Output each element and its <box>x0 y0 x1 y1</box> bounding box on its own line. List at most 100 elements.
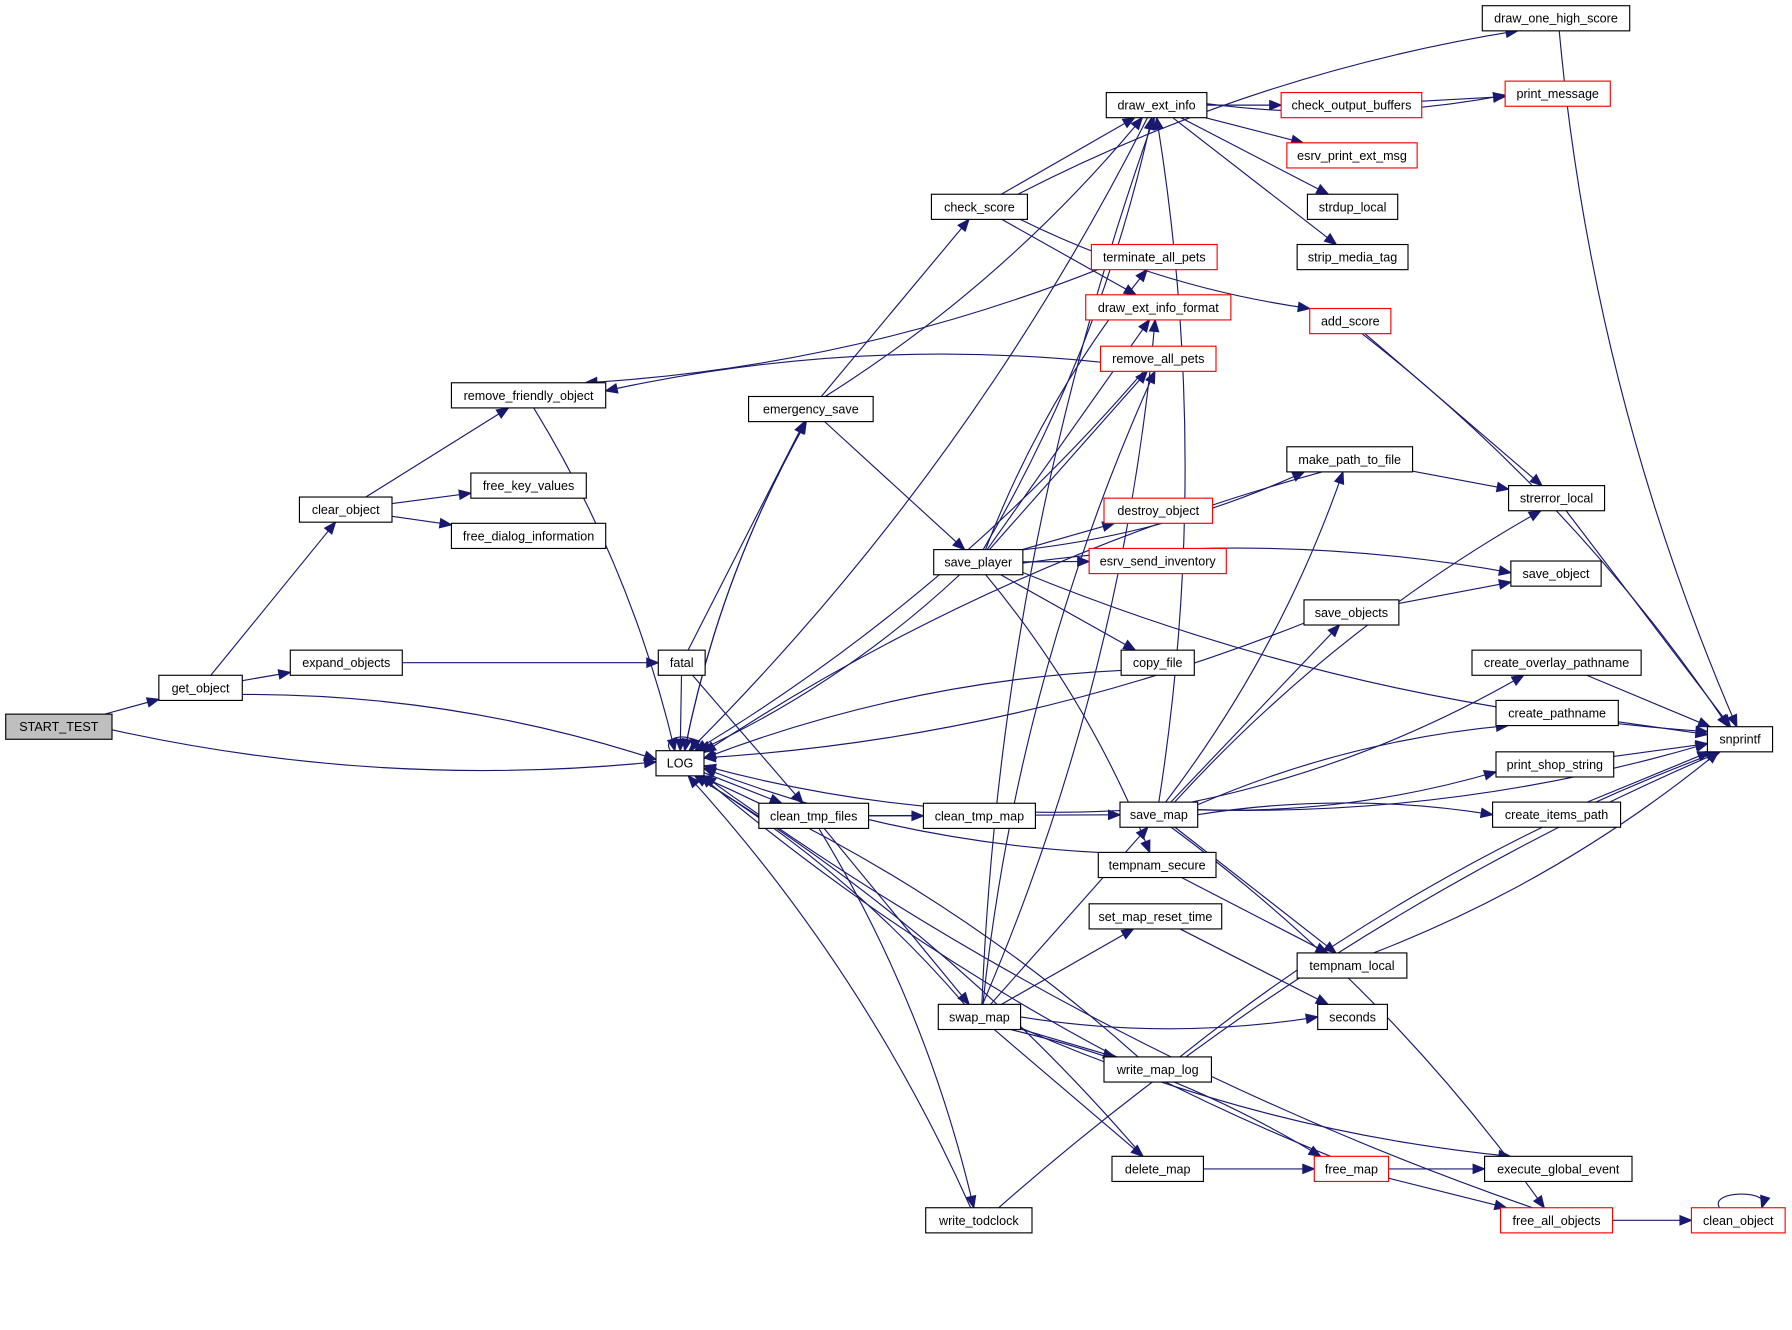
node-label: esrv_send_inventory <box>1100 554 1217 568</box>
node-label: save_map <box>1130 808 1188 822</box>
edge-arrowhead <box>1482 770 1498 781</box>
edge-save_player-to-copy_file <box>1000 574 1137 651</box>
node-label: free_all_objects <box>1513 1214 1601 1228</box>
node-create-overlay-pathname[interactable]: create_overlay_pathname <box>1471 649 1642 676</box>
node-clean-object[interactable]: clean_object <box>1690 1207 1786 1234</box>
edge-swap_map-to-save_map <box>990 826 1149 1005</box>
edge-line <box>1019 218 1310 310</box>
node-check-score[interactable]: check_score <box>930 193 1028 220</box>
edge-tempnam_secure-to-LOG <box>702 767 1099 853</box>
node-box <box>937 1003 1022 1031</box>
node-free-all-objects[interactable]: free_all_objects <box>1499 1207 1614 1234</box>
edge-arrowhead <box>768 793 784 804</box>
node-draw-ext-info[interactable]: draw_ext_info <box>1105 91 1208 119</box>
node-clean-tmp-files[interactable]: clean_tmp_files <box>758 802 870 829</box>
node-save-player[interactable]: save_player <box>933 549 1024 576</box>
node-get-object[interactable]: get_object <box>158 674 243 701</box>
node-swap-map[interactable]: swap_map <box>937 1003 1022 1031</box>
node-box <box>1085 294 1232 321</box>
node-save-object[interactable]: save_object <box>1510 560 1602 587</box>
edge-arrowhead <box>1314 994 1330 1006</box>
node-delete-map[interactable]: delete_map <box>1111 1155 1204 1183</box>
node-snprintf[interactable]: snprintf <box>1706 726 1774 753</box>
edge-arrowhead <box>1694 741 1709 753</box>
node-label: draw_one_high_score <box>1494 12 1618 26</box>
node-check-output-buffers[interactable]: check_output_buffers <box>1280 91 1423 119</box>
node-box <box>1120 649 1195 676</box>
node-strip-media-tag[interactable]: strip_media_tag <box>1296 243 1409 271</box>
node-print-shop-string[interactable]: print_shop_string <box>1495 751 1615 778</box>
node-make-path-to-file[interactable]: make_path_to_file <box>1286 446 1414 473</box>
node-execute-global-event[interactable]: execute_global_event <box>1484 1155 1633 1183</box>
node-tempnam-local[interactable]: tempnam_local <box>1296 952 1408 979</box>
edge-free_map-to-free_all_objects <box>1388 1177 1508 1211</box>
edge-print_shop_string-to-snprintf <box>1613 739 1709 757</box>
node-expand-objects[interactable]: expand_objects <box>289 649 403 676</box>
node-tempnam-secure[interactable]: tempnam_secure <box>1097 851 1217 879</box>
node-save-map[interactable]: save_map <box>1119 801 1199 828</box>
node-remove-all-pets[interactable]: remove_all_pets <box>1100 345 1217 372</box>
edge-line <box>990 826 1149 1005</box>
node-terminate-all-pets[interactable]: terminate_all_pets <box>1090 243 1218 271</box>
edge-line <box>1179 928 1329 1005</box>
node-print-message[interactable]: print_message <box>1504 80 1611 107</box>
node-box <box>1103 497 1214 524</box>
edge-arrowhead <box>1140 839 1151 854</box>
node-write-todclock[interactable]: write_todclock <box>925 1207 1033 1234</box>
node-label: write_map_log <box>1116 1063 1199 1077</box>
edge-arrowhead <box>1130 116 1144 131</box>
edge-line <box>1191 674 1524 803</box>
edge-save_player-to-draw_ext_info <box>982 116 1155 550</box>
node-set-map-reset-time[interactable]: set_map_reset_time <box>1088 903 1223 930</box>
node-esrv-send-inventory[interactable]: esrv_send_inventory <box>1088 547 1227 575</box>
edge-get_object-to-clear_object <box>210 520 337 676</box>
node-clear-object[interactable]: clear_object <box>298 496 393 523</box>
edge-draw_ext_info-to-LOG <box>688 117 1148 752</box>
edge-line <box>533 407 676 751</box>
node-box <box>1296 952 1408 979</box>
edge-free_all_objects-to-LOG <box>702 774 1533 1209</box>
edge-save_map-to-draw_ext_info <box>1153 116 1186 803</box>
node-seconds[interactable]: seconds <box>1317 1003 1388 1031</box>
edge-save_map-to-make_path_to_file <box>1165 470 1345 803</box>
node-free-key-values[interactable]: free_key_values <box>470 472 587 499</box>
node-destroy-object[interactable]: destroy_object <box>1103 497 1214 524</box>
node-label: snprintf <box>1719 733 1761 747</box>
node-strdup-local[interactable]: strdup_local <box>1306 193 1399 220</box>
node-add-score[interactable]: add_score <box>1309 307 1392 335</box>
edge-swap_map-to-draw_ext_info_format <box>982 318 1160 1005</box>
node-box <box>289 649 403 676</box>
node-log[interactable]: LOG <box>655 750 705 777</box>
edge-arrowhead <box>1314 942 1330 954</box>
edge-line <box>1020 1028 1116 1058</box>
node-copy-file[interactable]: copy_file <box>1120 649 1195 676</box>
node-strerror-local[interactable]: strerror_local <box>1507 485 1606 512</box>
node-box <box>450 522 607 550</box>
node-free-map[interactable]: free_map <box>1313 1155 1390 1183</box>
edge-arrowhead <box>702 741 717 754</box>
node-free-dialog-information[interactable]: free_dialog_information <box>450 522 607 550</box>
edge-arrowhead <box>1510 674 1526 686</box>
node-write-map-log[interactable]: write_map_log <box>1103 1056 1212 1083</box>
node-label: START_TEST <box>19 720 98 734</box>
edge-line <box>1197 724 1508 806</box>
edge-line <box>1172 117 1337 245</box>
edge-line <box>1197 771 1497 811</box>
node-clean-tmp-map[interactable]: clean_tmp_map <box>922 802 1036 829</box>
edge-line <box>703 767 1099 853</box>
node-box <box>930 193 1028 220</box>
node-draw-ext-info-format[interactable]: draw_ext_info_format <box>1085 294 1232 321</box>
edge-save_objects-to-LOG <box>702 622 1305 763</box>
node-save-objects[interactable]: save_objects <box>1303 599 1400 626</box>
node-draw-one-high-score[interactable]: draw_one_high_score <box>1481 5 1631 32</box>
node-create-pathname[interactable]: create_pathname <box>1495 699 1619 727</box>
edge-free_map-to-LOG <box>699 774 1331 1157</box>
node-fatal[interactable]: fatal <box>657 649 706 676</box>
node-remove-friendly-object[interactable]: remove_friendly_object <box>450 382 607 409</box>
node-esrv-print-ext-msg[interactable]: esrv_print_ext_msg <box>1286 142 1418 169</box>
node-create-items-path[interactable]: create_items_path <box>1491 801 1622 828</box>
node-emergency-save[interactable]: emergency_save <box>747 395 874 423</box>
node-label: print_message <box>1517 87 1599 101</box>
edge-arrowhead <box>1323 232 1338 246</box>
